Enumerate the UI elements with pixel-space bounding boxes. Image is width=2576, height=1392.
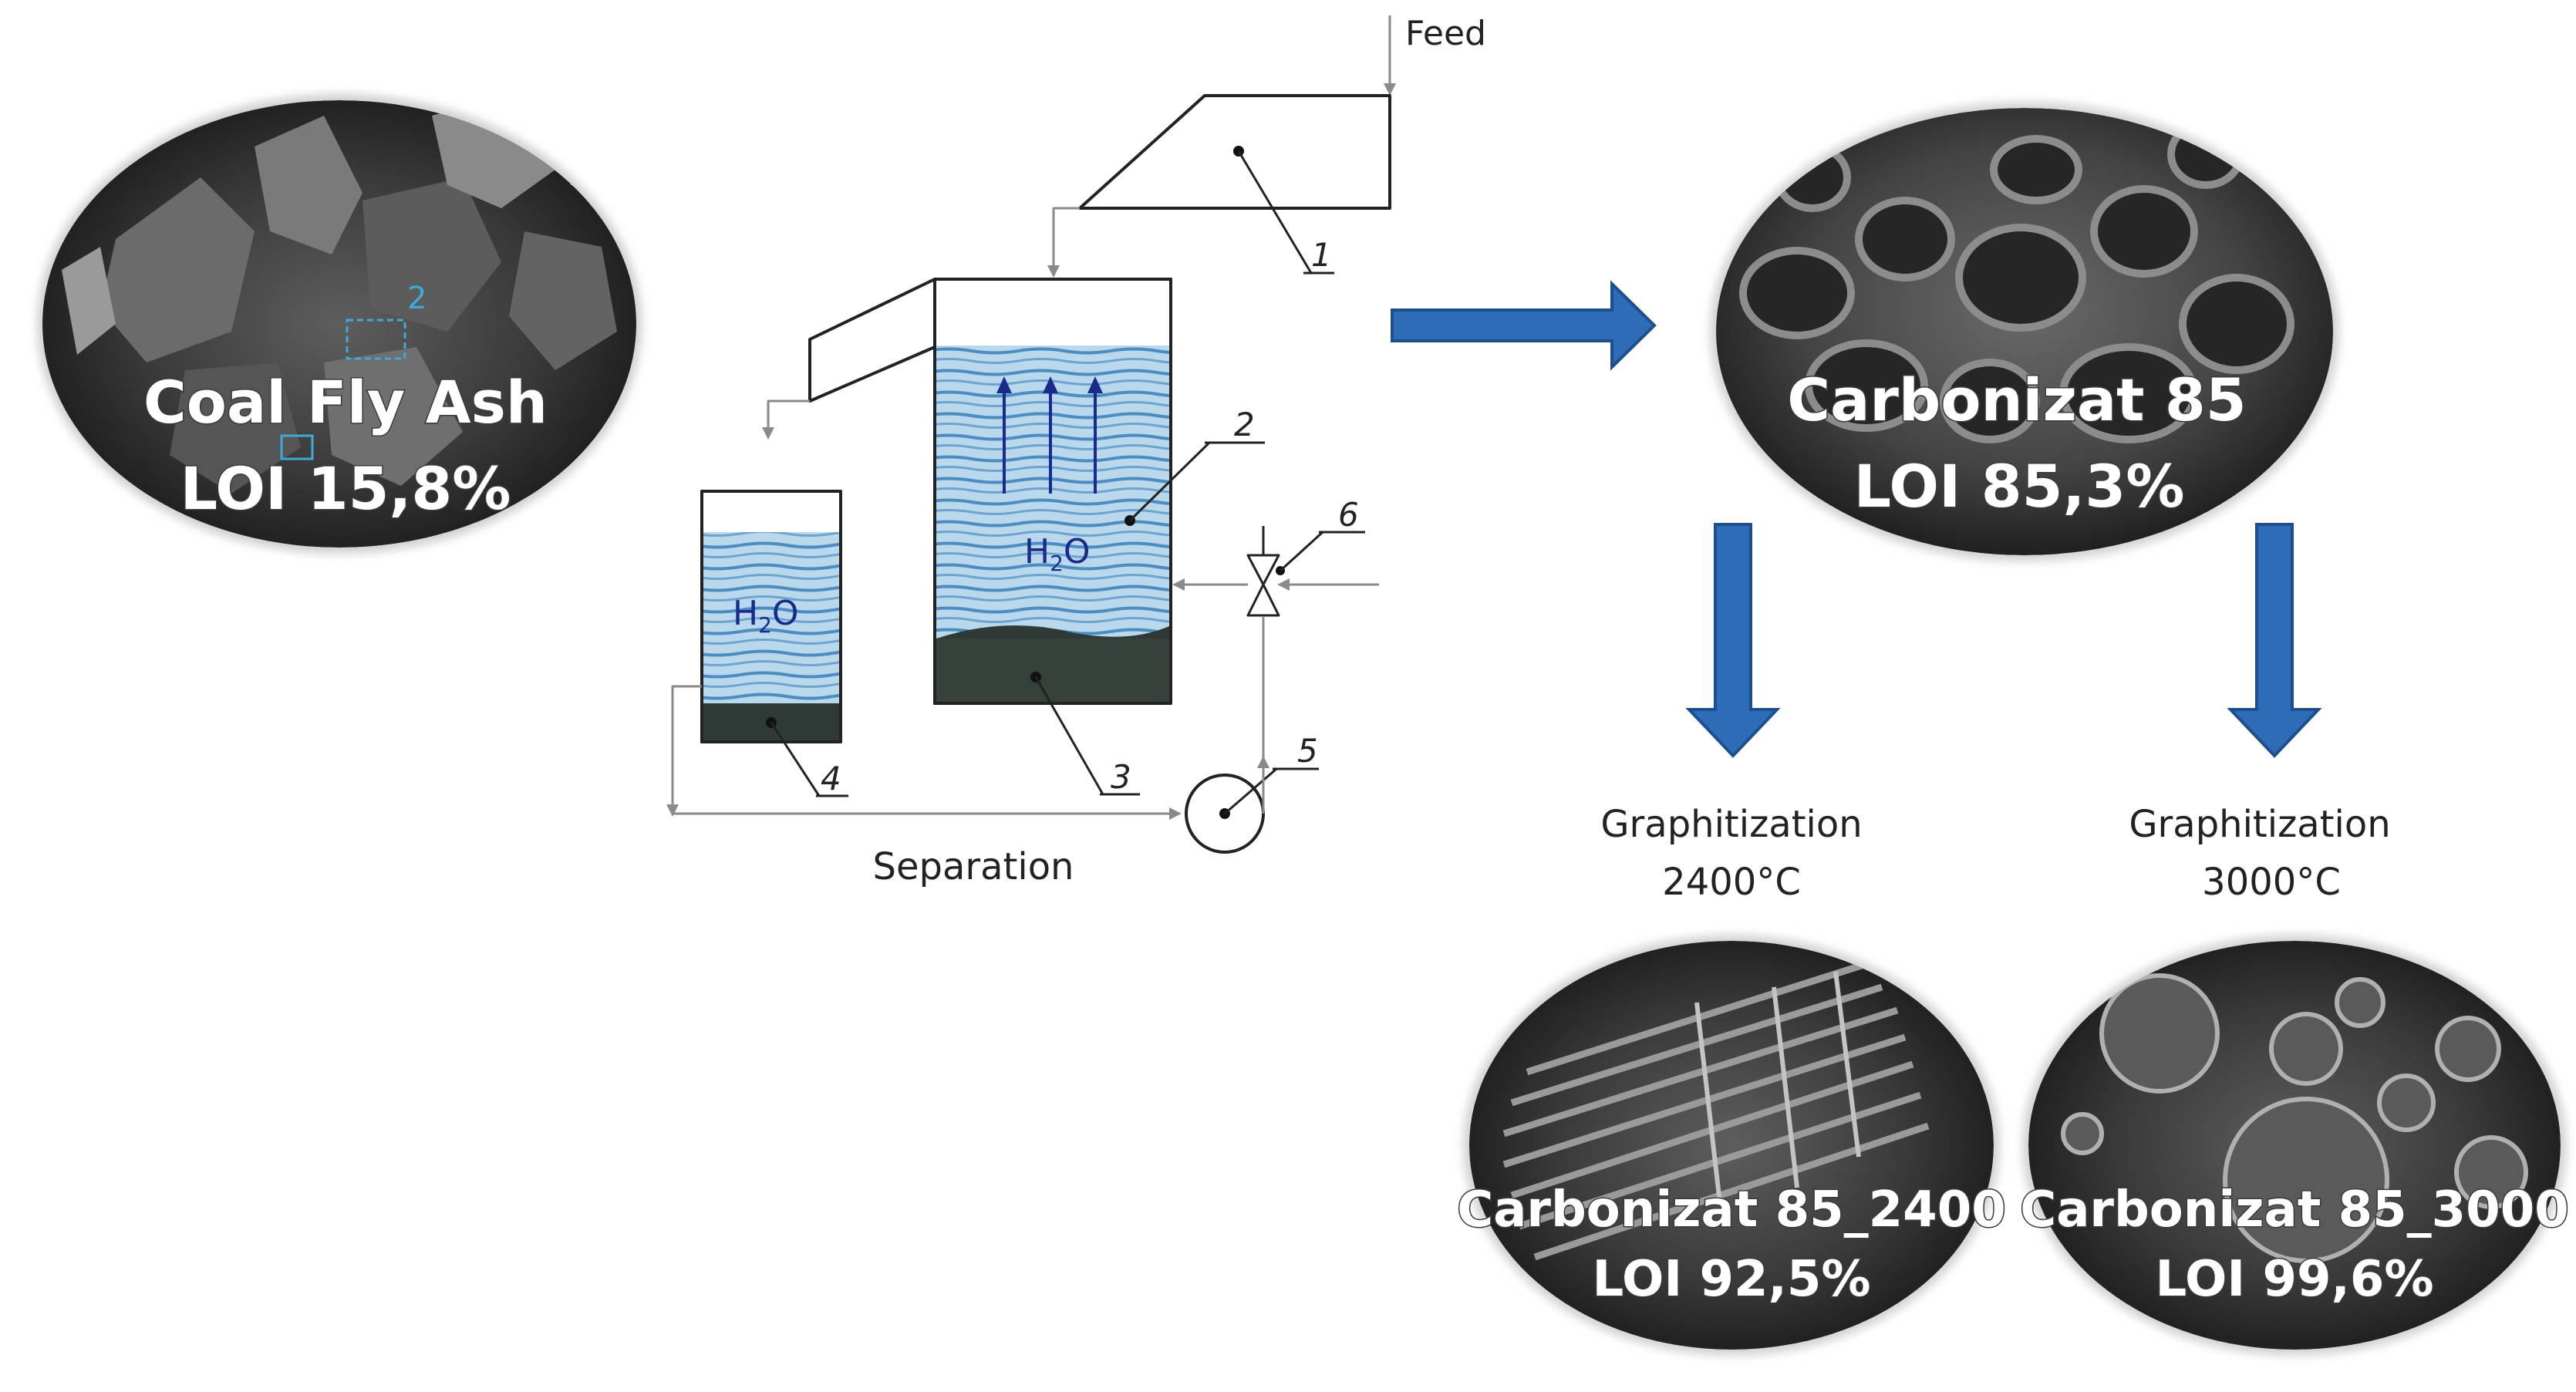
- graphitization-left-temp: 2400°C: [1662, 861, 1801, 904]
- right-arrow-icon: [1391, 280, 1657, 371]
- callout-1: 1: [1311, 236, 1332, 274]
- down-arrow-left-icon: [1685, 523, 1781, 758]
- marker-box-icon: [346, 319, 406, 360]
- micrograph-coal-fly-ash: 2 Coal Fly Ash LOI 15,8%: [37, 94, 642, 554]
- callout-3: 3: [1111, 758, 1131, 796]
- callout-5: 5: [1297, 732, 1318, 770]
- carbonizat-85-title: Carbonizat 85: [1787, 366, 2246, 434]
- carbonizat-85-loi: LOI 85,3%: [1854, 452, 2185, 521]
- carbonizat-85-3000-title: Carbonizat 85_3000: [2020, 1181, 2569, 1239]
- micrograph-carbonizat-85-3000: Carbonizat 85_3000 LOI 99,6%: [2019, 935, 2570, 1356]
- upflow-arrows-icon: [1003, 387, 1097, 494]
- micrograph-carbonizat-85: Carbonizat 85 LOI 85,3%: [1710, 102, 2339, 561]
- tank-water-label: H2O: [1024, 532, 1091, 576]
- callout-4: 4: [821, 760, 841, 797]
- separation-diagram: Feed 1 H2O: [666, 14, 1486, 888]
- collection-tank: H2O: [700, 490, 842, 743]
- small-tank-water-label: H2O: [733, 594, 799, 638]
- valve-icon: [1246, 526, 1280, 617]
- coal-fly-ash-loi: LOI 15,8%: [180, 454, 511, 523]
- carbonizat-85-2400-title: Carbonizat 85_2400: [1457, 1181, 2006, 1239]
- micrograph-carbonizat-85-2400: Carbonizat 85_2400 LOI 92,5%: [1456, 935, 2007, 1356]
- carbonizat-85-2400-loi: LOI 92,5%: [1592, 1251, 1870, 1308]
- graphitization-right-temp: 3000°C: [2202, 861, 2341, 904]
- down-arrow-right-icon: [2227, 523, 2322, 758]
- coal-fly-ash-title: Coal Fly Ash: [143, 368, 548, 436]
- separation-label: Separation: [873, 845, 1074, 888]
- graphitization-left-label: Graphitization: [1600, 803, 1862, 846]
- graphitization-right-label: Graphitization: [2129, 803, 2390, 846]
- feed-label: Feed: [1405, 14, 1486, 53]
- callout-6: 6: [1338, 496, 1359, 534]
- separation-tank: H2O: [933, 278, 1172, 705]
- marker-label: 2: [407, 281, 427, 316]
- callout-2: 2: [1234, 406, 1255, 443]
- carbonizat-85-3000-loi: LOI 99,6%: [2155, 1251, 2433, 1308]
